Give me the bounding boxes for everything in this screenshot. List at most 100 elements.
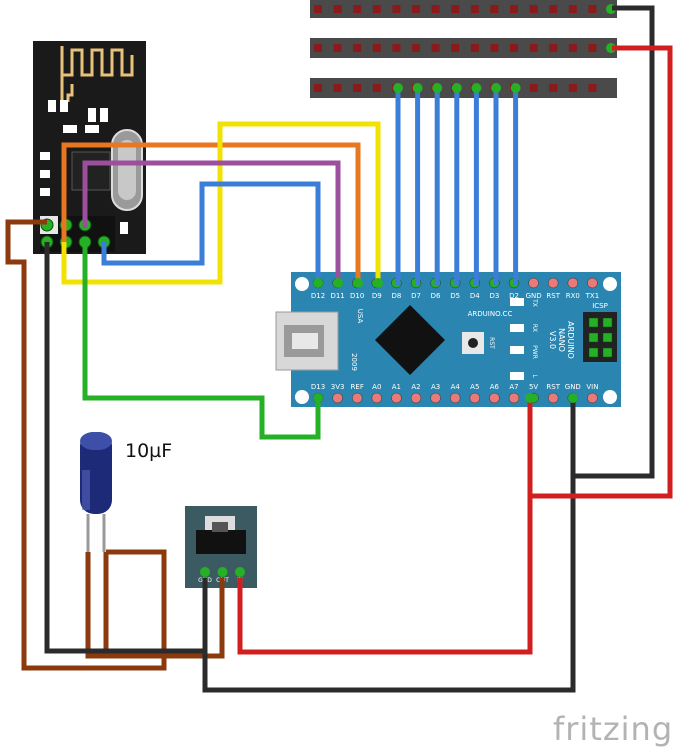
header-socket	[372, 5, 381, 13]
nano-bottom-pin-label: A5	[470, 383, 479, 391]
wire-brown-cap	[85, 552, 225, 659]
nano-top-pin-label: D3	[489, 292, 499, 300]
header-socket	[412, 44, 420, 52]
header-socket	[431, 44, 440, 52]
header-socket	[470, 5, 479, 13]
header-socket	[333, 84, 342, 92]
nano-top-pin-label: D9	[372, 292, 382, 300]
pwr-text: PWR	[531, 345, 538, 359]
header-socket	[490, 44, 499, 52]
nano-bottom-pin-label: D13	[311, 383, 325, 391]
nano-top-pin	[567, 277, 579, 289]
header-socket	[412, 5, 420, 13]
header-socket	[529, 44, 538, 52]
header-socket	[451, 5, 460, 13]
header-socket	[372, 84, 381, 92]
nano-bottom-pin-label: GND	[565, 383, 581, 391]
nano-bottom-pin	[332, 392, 343, 404]
wire-black-gnd	[202, 5, 655, 693]
nano-bottom-pin-label: REF	[351, 383, 364, 391]
nano-bottom-pin	[508, 392, 520, 404]
wire-end	[568, 393, 578, 403]
electrolytic-capacitor	[80, 432, 112, 552]
nano-bottom-pin	[391, 392, 402, 404]
icsp-text: ICSP	[592, 302, 608, 310]
wire-end	[313, 278, 323, 288]
nano-bottom-pin-label: VIN	[586, 383, 598, 391]
arduino-nano-board	[275, 272, 621, 407]
l-text: L	[531, 374, 538, 378]
nano-top-pin-label: D10	[350, 292, 364, 300]
header-socket	[314, 84, 322, 92]
wire-end	[373, 278, 383, 288]
wire-end	[393, 83, 403, 93]
header-socket	[333, 5, 342, 13]
nano-top-pin-label: D6	[431, 292, 441, 300]
nano-top-pin	[528, 277, 539, 289]
nano-top-pin-label: D11	[330, 292, 344, 300]
nano-bottom-pin-label: A7	[509, 383, 518, 391]
wire-end	[491, 83, 501, 93]
header-socket	[568, 44, 577, 52]
wire-end	[333, 278, 343, 288]
header-socket	[588, 84, 597, 92]
header-socket	[353, 44, 362, 52]
wire-end	[313, 393, 323, 403]
icsp-pin	[588, 347, 599, 358]
wire-end	[471, 83, 482, 93]
header-socket	[549, 44, 558, 52]
header-socket	[392, 5, 401, 13]
header-socket	[490, 5, 499, 13]
arduino-cc-text: ARDUINO.CC	[468, 310, 513, 318]
wire-orange	[61, 142, 361, 285]
icsp-pin	[602, 347, 613, 358]
header-socket	[314, 5, 322, 13]
nano-bottom-pin	[371, 392, 383, 404]
wire-end	[432, 83, 443, 93]
icsp-pin	[602, 332, 613, 343]
header-socket	[529, 84, 538, 92]
header-socket	[549, 84, 558, 92]
header-socket	[568, 5, 577, 13]
header-socket	[333, 44, 342, 52]
fritzing-watermark: fritzing	[553, 710, 674, 748]
header-socket	[510, 5, 518, 13]
nano-bottom-pin	[410, 392, 422, 404]
nano-bottom-pin-label: A2	[411, 383, 420, 391]
nano-top-pin-label: D12	[311, 292, 325, 300]
nano-bottom-pin	[449, 392, 461, 404]
header-socket	[353, 5, 362, 13]
female-header-bottom	[310, 78, 617, 98]
nano-top-pin-label: RST	[546, 292, 560, 300]
header-socket	[392, 44, 401, 52]
nano-top-pin-label: D8	[391, 292, 401, 300]
wire-end	[510, 83, 521, 93]
rx-text: RX	[531, 324, 538, 332]
capacitor-label: 10µF	[125, 440, 173, 462]
nano-top-pin	[547, 277, 559, 289]
nano-bottom-pin-label: RST	[546, 383, 560, 391]
nano-top-pin-label: TX1	[585, 292, 600, 300]
wire-end	[525, 393, 535, 403]
header-socket	[529, 5, 538, 13]
header-socket	[470, 44, 479, 52]
nano-bottom-pin-label: A4	[451, 383, 461, 391]
icsp-pin	[588, 332, 599, 343]
nano-top-pin-label: D4	[470, 292, 480, 300]
nano-top-pin-label: D7	[411, 292, 421, 300]
year-text: 2009	[350, 353, 358, 371]
wire-end	[353, 278, 363, 288]
header-socket	[588, 44, 597, 52]
header-socket	[314, 44, 322, 52]
usa-text: USA	[356, 309, 364, 324]
header-socket	[372, 44, 381, 52]
wire-purple	[82, 160, 341, 285]
nano-top-pin-label: D2	[509, 292, 519, 300]
wire-blue-d12	[101, 181, 321, 285]
icsp-pin	[588, 317, 599, 328]
wire-red-5v	[237, 45, 673, 655]
header-socket	[451, 44, 460, 52]
female-header-top	[310, 0, 617, 18]
nano-top-pin	[587, 277, 598, 289]
nano-bottom-pin-label: A3	[431, 383, 440, 391]
